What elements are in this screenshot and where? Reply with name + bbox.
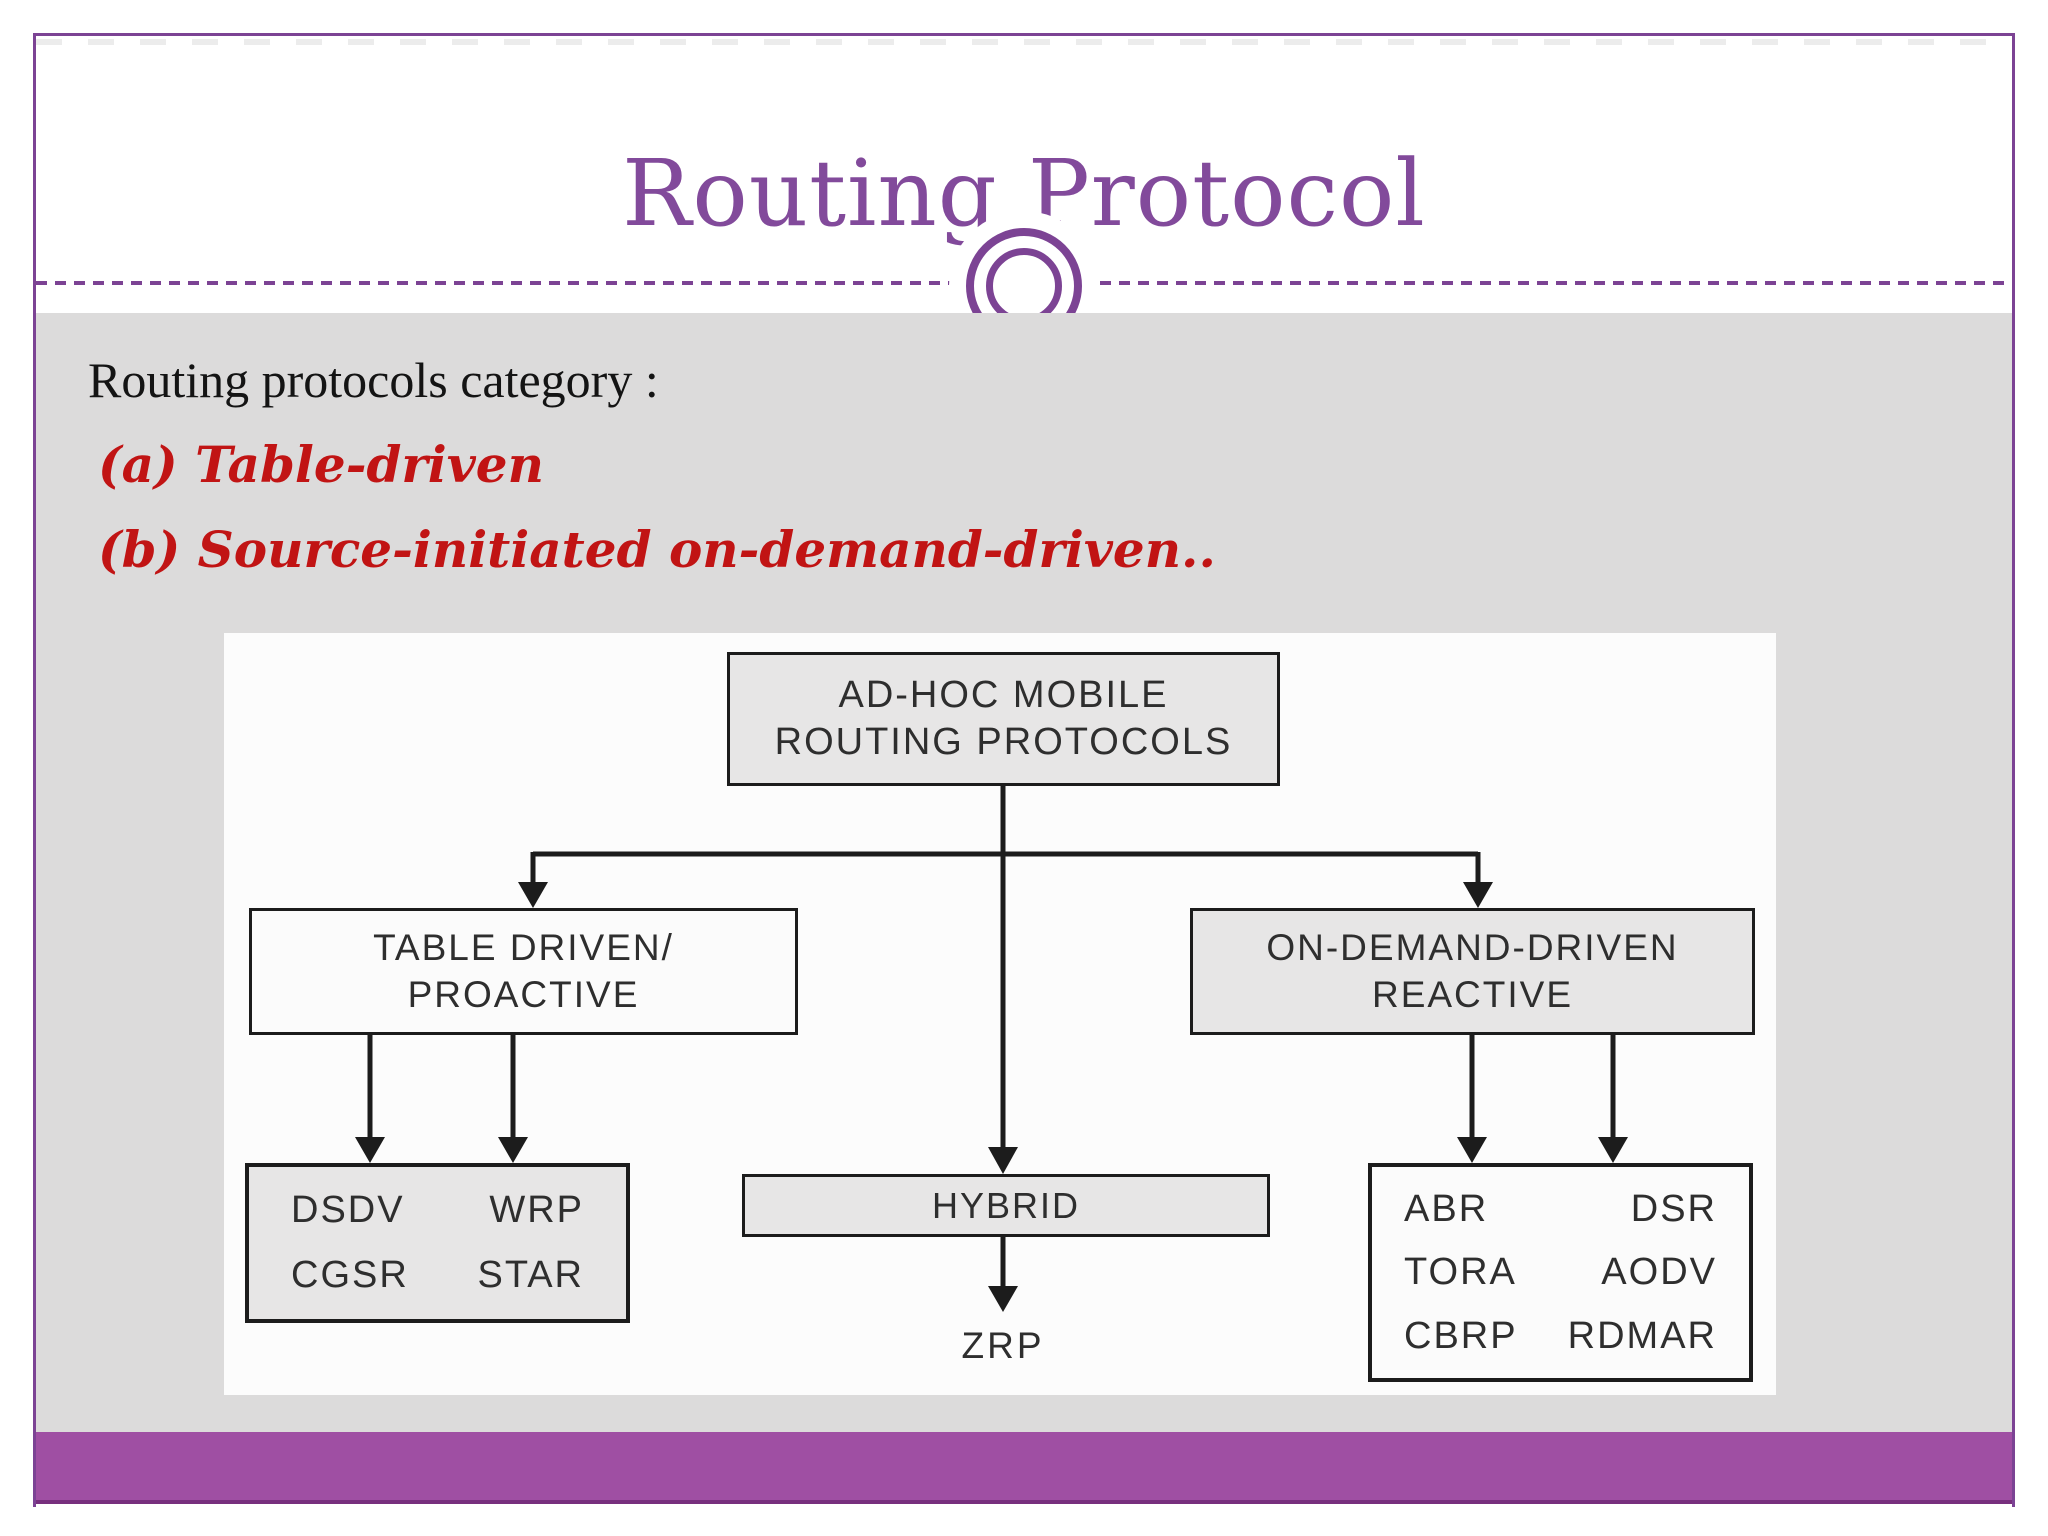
protocol-label: ABR bbox=[1404, 1187, 1489, 1230]
node-on-demand-protocol-list: ABR DSR TORA AODV CBRP RDMAR bbox=[1368, 1163, 1753, 1382]
protocol-label: TORA bbox=[1404, 1251, 1517, 1293]
node-label-line: ON-DEMAND-DRIVEN bbox=[1266, 927, 1679, 969]
protocol-row: DSDV WRP bbox=[249, 1189, 626, 1232]
content-area: Routing protocols category : (a) Table-d… bbox=[36, 313, 2012, 1432]
protocol-label: WRP bbox=[489, 1189, 584, 1231]
protocol-label: STAR bbox=[477, 1254, 584, 1296]
category-item-a: (a) Table-driven bbox=[98, 435, 544, 494]
protocol-row: TORA AODV bbox=[1372, 1251, 1749, 1294]
node-label-line: REACTIVE bbox=[1371, 973, 1574, 1015]
node-table-driven-proactive: TABLE DRIVEN/ PROACTIVE bbox=[249, 908, 798, 1035]
protocol-label: DSR bbox=[1630, 1187, 1717, 1230]
node-label-line: AD-HOC MOBILE bbox=[838, 673, 1169, 716]
node-hybrid: HYBRID bbox=[742, 1174, 1270, 1237]
category-item-b: (b) Source-initiated on-demand-driven.. bbox=[98, 520, 1216, 579]
protocol-row: CBRP RDMAR bbox=[1372, 1315, 1749, 1358]
node-zrp: ZRP bbox=[961, 1325, 1045, 1366]
arrowheads bbox=[355, 882, 1628, 1312]
diagram-connectors bbox=[355, 786, 1628, 1312]
protocol-label: RDMAR bbox=[1567, 1314, 1717, 1357]
slide-frame: Routing Protocol Routing protocols categ… bbox=[33, 33, 2015, 1507]
protocol-row: ABR DSR bbox=[1372, 1188, 1749, 1231]
protocol-row: CGSR STAR bbox=[249, 1254, 626, 1297]
node-label-line: ROUTING PROTOCOLS bbox=[774, 721, 1233, 763]
protocol-label: CGSR bbox=[291, 1254, 409, 1296]
node-on-demand-driven-reactive: ON-DEMAND-DRIVEN REACTIVE bbox=[1190, 908, 1755, 1035]
top-dotted-texture bbox=[36, 39, 2012, 45]
node-table-driven-protocol-list: DSDV WRP CGSR STAR bbox=[245, 1163, 630, 1323]
protocol-label: DSDV bbox=[291, 1189, 405, 1231]
node-label-line: HYBRID bbox=[931, 1185, 1081, 1226]
bottom-accent-bar bbox=[36, 1432, 2012, 1504]
protocol-label: AODV bbox=[1601, 1251, 1717, 1293]
protocol-label: CBRP bbox=[1404, 1314, 1518, 1357]
intro-text: Routing protocols category : bbox=[88, 352, 659, 408]
diagram-panel: AD-HOC MOBILE ROUTING PROTOCOLS TABLE DR… bbox=[224, 633, 1776, 1395]
node-label-line: PROACTIVE bbox=[407, 973, 640, 1015]
node-adhoc-mobile-routing-protocols: AD-HOC MOBILE ROUTING PROTOCOLS bbox=[727, 652, 1280, 786]
node-label-line: TABLE DRIVEN/ bbox=[373, 927, 674, 969]
